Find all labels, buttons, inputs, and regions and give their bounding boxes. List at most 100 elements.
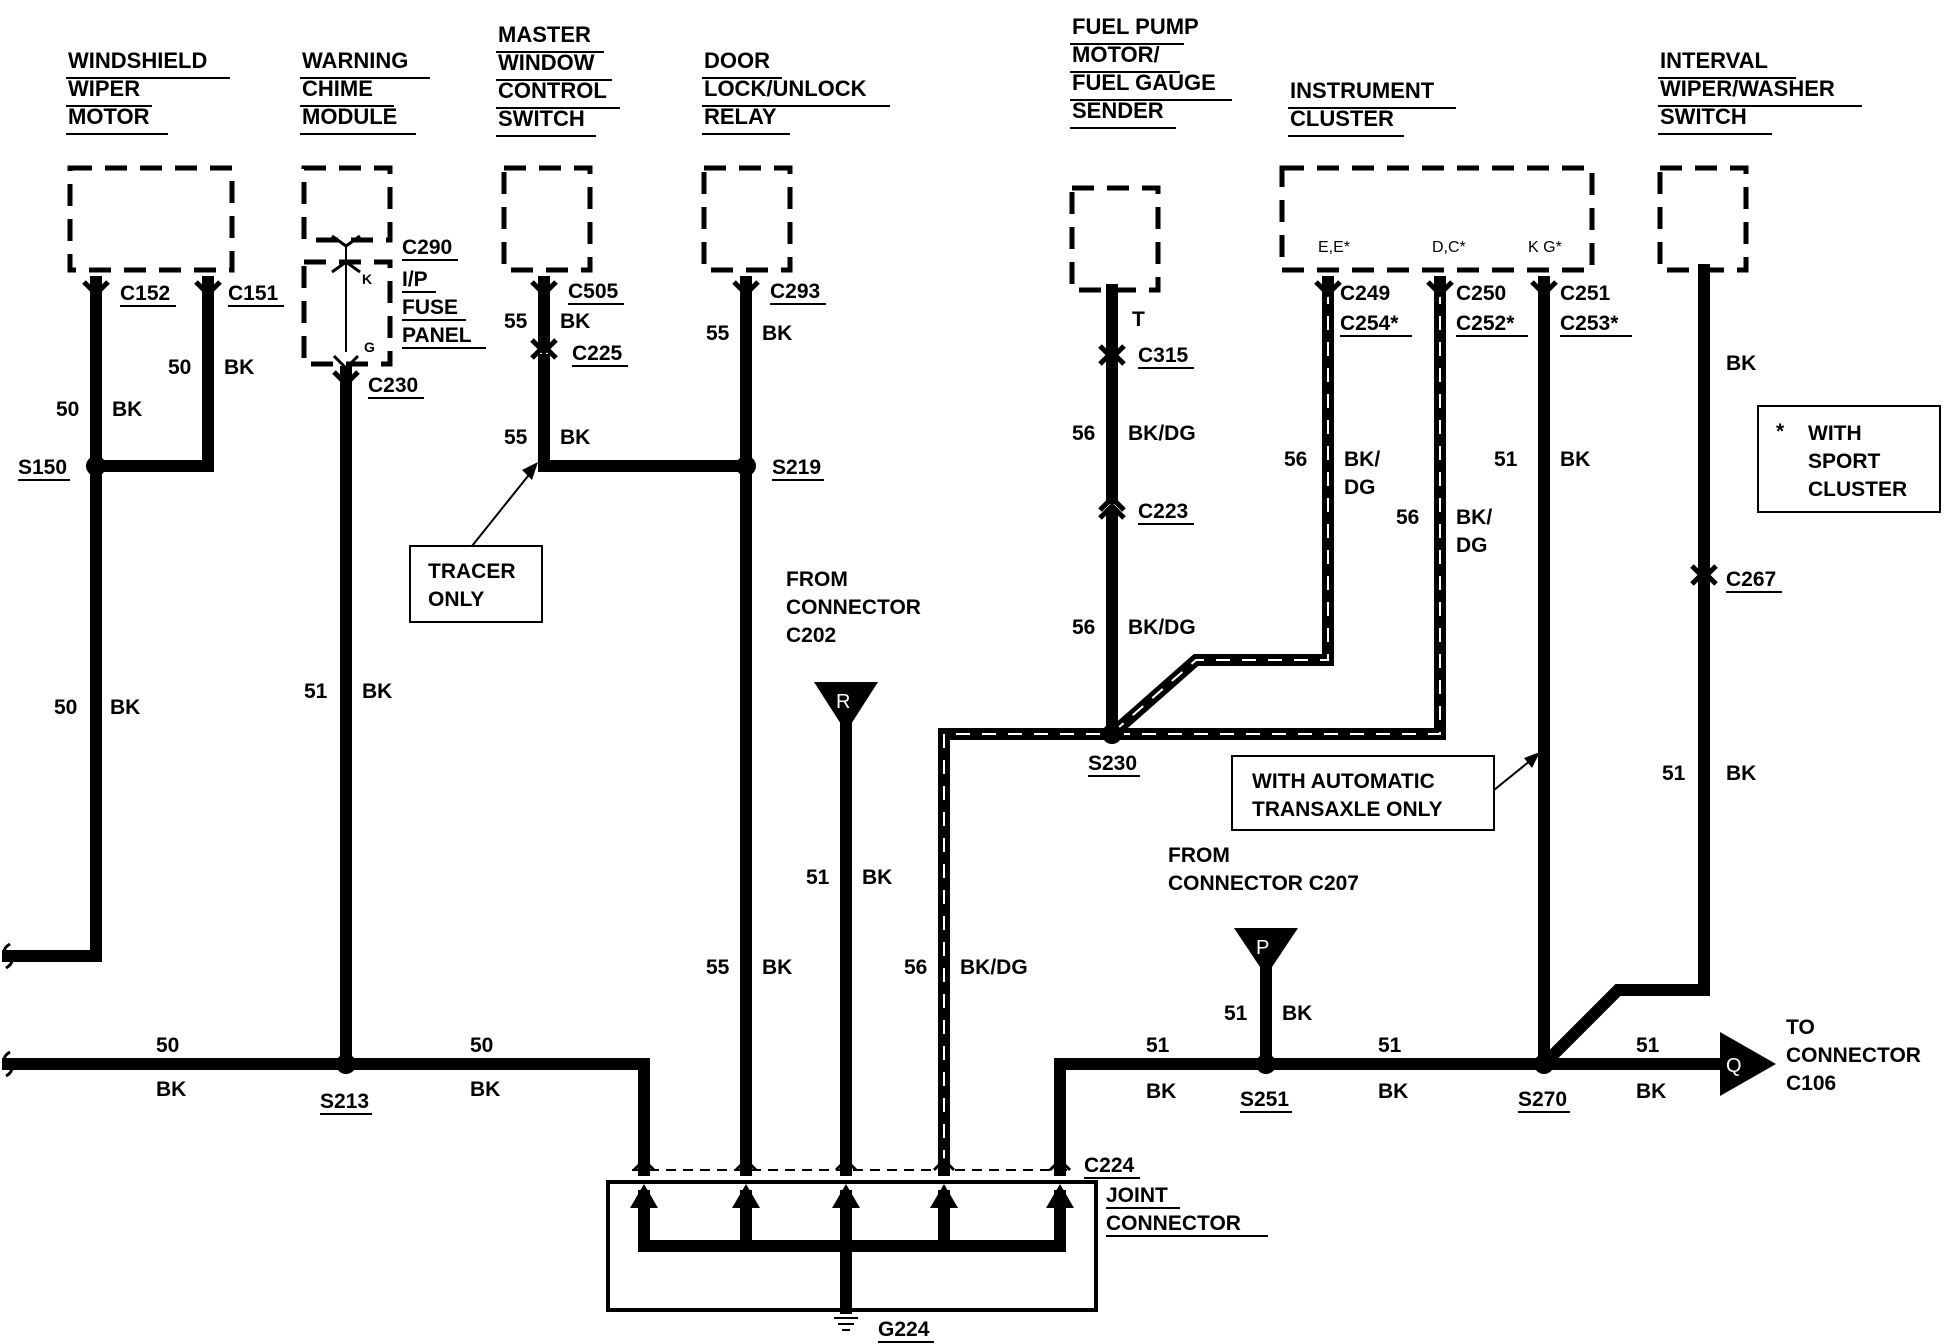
label-g224: G224: [878, 1318, 930, 1341]
joint-connector-label: JOINT CONNECTOR: [1106, 1184, 1241, 1235]
door-relay-box: [701, 165, 793, 273]
window-switch-title: MASTER WINDOW CONTROL SWITCH: [498, 22, 607, 131]
svg-text:FROM: FROM: [1168, 844, 1230, 867]
wire-s150-color: BK: [110, 696, 140, 719]
connector-ref-q: Q: [1720, 1032, 1776, 1096]
wire-right3-color: BK: [1636, 1080, 1666, 1103]
label-c505: C505: [568, 280, 619, 303]
label-c290: C290: [402, 236, 452, 259]
wiper-motor-box: [67, 165, 235, 273]
ground-symbol: [834, 1317, 858, 1331]
wire-c251-gauge: 51: [1494, 448, 1518, 471]
wire-c250-gauge: 56: [1396, 506, 1419, 529]
label-c249: C249: [1340, 282, 1390, 305]
wire-right2-color: BK: [1378, 1080, 1408, 1103]
wire-c152-color: BK: [112, 398, 142, 421]
wire-s219-color: BK: [762, 956, 792, 979]
svg-text:WIPER: WIPER: [68, 76, 140, 101]
wire-r-gauge: 51: [806, 866, 830, 889]
svg-text:CHIME: CHIME: [302, 76, 373, 101]
wire-s230-gauge: 56: [904, 956, 927, 979]
wire-right2-gauge: 51: [1378, 1034, 1402, 1057]
cluster-pin-e: E,E*: [1318, 239, 1350, 256]
svg-text:RELAY: RELAY: [704, 104, 777, 129]
svg-text:WIPER/WASHER: WIPER/WASHER: [1660, 76, 1835, 101]
automatic-note: WITH AUTOMATIC TRANSAXLE ONLY: [1231, 752, 1540, 831]
connector-underlines: [120, 259, 1782, 1343]
svg-text:*: *: [1776, 420, 1785, 443]
cluster-pin-k: K G*: [1528, 239, 1562, 256]
label-c251: C251: [1560, 282, 1611, 305]
label-c315: C315: [1138, 344, 1189, 367]
wire-s150-gauge: 50: [54, 696, 77, 719]
wire-c152-gauge: 50: [56, 398, 79, 421]
offpage-mark-lower: [3, 1050, 13, 1078]
connector-chevrons: [82, 280, 1718, 586]
splice-s213: [336, 1054, 356, 1074]
svg-text:CLUSTER: CLUSTER: [1290, 106, 1394, 131]
svg-text:TRACER: TRACER: [428, 560, 516, 583]
svg-text:FUEL PUMP: FUEL PUMP: [1072, 14, 1199, 39]
wire-right3-gauge: 51: [1636, 1034, 1660, 1057]
label-c252: C252*: [1456, 312, 1515, 335]
chime-module-title: WARNING CHIME MODULE: [302, 48, 408, 129]
svg-text:TO: TO: [1786, 1016, 1815, 1039]
svg-text:MOTOR: MOTOR: [68, 104, 150, 129]
wire-c250-color2: DG: [1456, 534, 1488, 557]
connector-ref-r-label: FROM CONNECTOR C202: [786, 568, 921, 647]
label-c152: C152: [120, 282, 170, 305]
svg-text:FROM: FROM: [786, 568, 848, 591]
label-c250: C250: [1456, 282, 1506, 305]
wire-c315-gauge: 56: [1072, 422, 1095, 445]
label-c224: C224: [1084, 1154, 1135, 1177]
svg-text:P: P: [1256, 937, 1269, 959]
splice-s219: [736, 456, 756, 476]
interval-wiper-box: [1657, 165, 1749, 273]
svg-text:MASTER: MASTER: [498, 22, 591, 47]
label-c223: C223: [1138, 500, 1188, 523]
svg-text:WITH: WITH: [1808, 422, 1862, 445]
svg-text:C106: C106: [1786, 1072, 1836, 1095]
fuse-pin-k: K: [362, 271, 372, 287]
svg-text:ONLY: ONLY: [428, 588, 484, 611]
wire-c267-gauge: 51: [1662, 762, 1686, 785]
wire-c249-color2: DG: [1344, 476, 1376, 499]
label-s213: S213: [320, 1090, 369, 1113]
wire-p-gauge: 51: [1224, 1002, 1248, 1025]
wire-c249-gauge: 56: [1284, 448, 1307, 471]
wire-right1-gauge: 51: [1146, 1034, 1170, 1057]
wire-s219-gauge: 55: [706, 956, 730, 979]
wiper-motor-title: WINDSHIELD WIPER MOTOR: [68, 48, 207, 129]
wire-c225-gauge: 55: [504, 426, 528, 449]
connector-ref-p-label: FROM CONNECTOR C207: [1168, 844, 1359, 895]
svg-text:CONNECTOR: CONNECTOR: [1106, 1212, 1241, 1235]
svg-text:SWITCH: SWITCH: [1660, 104, 1747, 129]
cluster-box: [1279, 165, 1595, 273]
svg-text:SWITCH: SWITCH: [498, 106, 585, 131]
svg-text:WINDSHIELD: WINDSHIELD: [68, 48, 207, 73]
wire-c223-color: BK/DG: [1128, 616, 1196, 639]
svg-text:Q: Q: [1726, 1055, 1742, 1077]
label-s230: S230: [1088, 752, 1137, 775]
wire-c267-color: BK: [1726, 762, 1756, 785]
svg-text:SPORT: SPORT: [1808, 450, 1881, 473]
svg-text:SENDER: SENDER: [1072, 98, 1164, 123]
splice-s230: [1102, 724, 1122, 744]
label-c253: C253*: [1560, 312, 1619, 335]
chime-module-box: [301, 165, 393, 243]
svg-text:WITH AUTOMATIC: WITH AUTOMATIC: [1252, 770, 1435, 793]
joint-connector: [606, 1157, 1098, 1314]
wire-c151-color: BK: [224, 356, 254, 379]
fuel-pump-box: [1069, 185, 1161, 293]
wire-p-color: BK: [1282, 1002, 1312, 1025]
wire-c293-color: BK: [762, 322, 792, 345]
connector-ref-r: R: [814, 682, 878, 732]
label-c151: C151: [228, 282, 279, 305]
wire-s230-color: BK/DG: [960, 956, 1028, 979]
svg-text:C202: C202: [786, 624, 836, 647]
pin-t: T: [1132, 308, 1145, 331]
svg-text:INSTRUMENT: INSTRUMENT: [1290, 78, 1435, 103]
cluster-pin-d: D,C*: [1432, 239, 1466, 256]
splice-underlines: [18, 479, 1570, 1115]
